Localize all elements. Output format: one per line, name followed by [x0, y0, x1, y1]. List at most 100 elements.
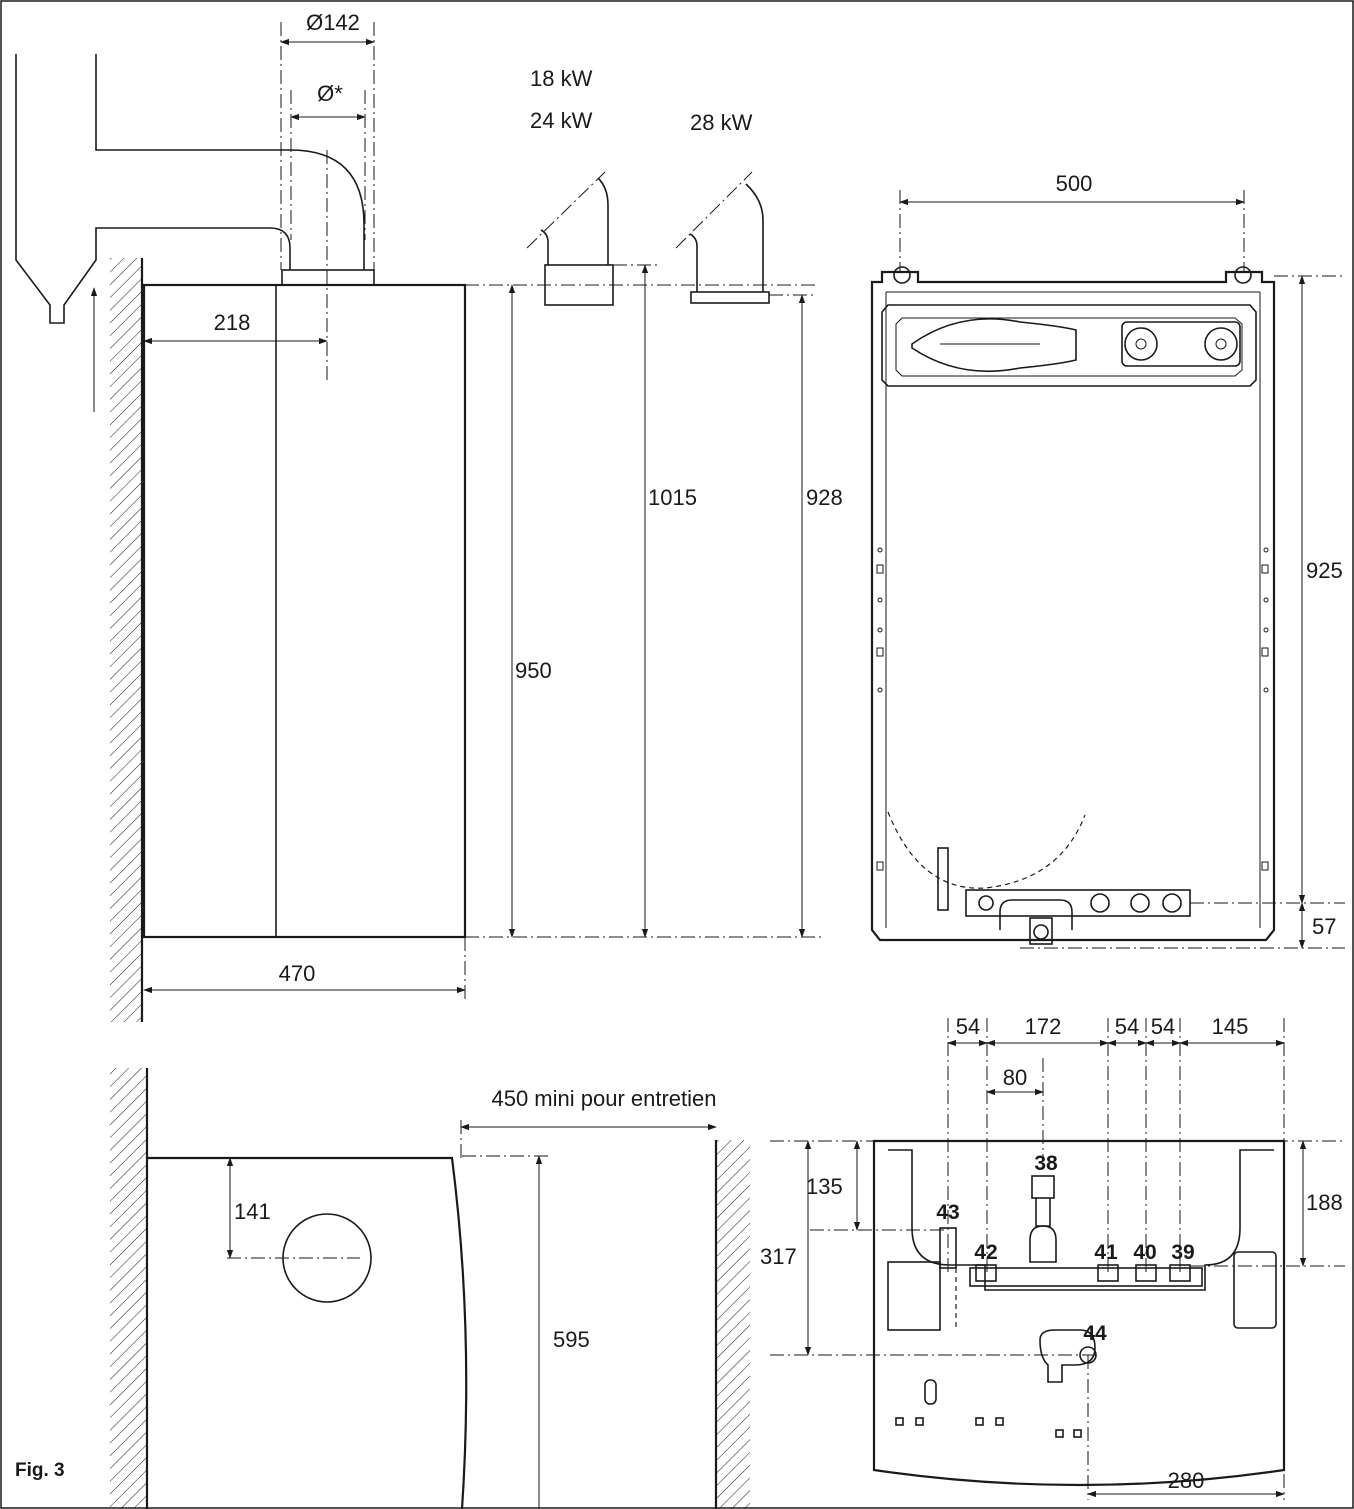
fitting-40 [1135, 1264, 1157, 1282]
burner-venturi [911, 318, 1077, 373]
frame-hole [1261, 647, 1269, 657]
frame-hole [1261, 861, 1269, 871]
label-39: 39 [1171, 1241, 1194, 1264]
frame-rivet [877, 627, 883, 633]
connection-port [1162, 893, 1182, 913]
label-40: 40 [1133, 1241, 1156, 1264]
label-41: 41 [1094, 1241, 1118, 1264]
depth-fittings-label: 188 [1306, 1190, 1343, 1215]
casing-depth-label: 470 [279, 961, 316, 986]
flue-elbow-outer-28kw [745, 183, 764, 292]
frame-hole [876, 647, 884, 657]
spacing-5-label: 145 [1212, 1014, 1249, 1039]
drain-pipe [937, 847, 949, 911]
flue-angle-28kw [675, 171, 753, 249]
valve-knob [1033, 924, 1049, 940]
fitting-41 [1097, 1264, 1119, 1282]
fitting-42 [975, 1264, 997, 1282]
frame-height-label: 925 [1306, 558, 1343, 583]
hook-left [893, 266, 911, 284]
left-bracket [887, 1261, 941, 1331]
top-assembly-inner [895, 317, 1243, 377]
chassis-hole [1073, 1429, 1082, 1438]
boiler-casing-side [142, 283, 467, 939]
chassis-hole [975, 1417, 984, 1426]
label-42: 42 [974, 1241, 997, 1264]
rear-view: 500 [870, 171, 1345, 949]
top-assembly-outline [881, 304, 1257, 387]
service-clearance-label: 450 mini pour entretien [491, 1086, 716, 1111]
obstacle-hatch [716, 1140, 750, 1509]
fitting-39 [1169, 1264, 1191, 1282]
hook-spacing-label: 500 [1056, 171, 1093, 196]
label-44: 44 [1083, 1322, 1107, 1345]
depth-valve-label: 135 [806, 1174, 843, 1199]
frame-rivet [1263, 597, 1269, 603]
height-928-label: 928 [806, 485, 843, 510]
chassis-slot [924, 1379, 937, 1405]
figure-label: Fig. 3 [15, 1460, 65, 1481]
spacing-3-label: 54 [1115, 1014, 1139, 1039]
drain-offset-label: 280 [1168, 1468, 1205, 1493]
expansion-vessel-outline [887, 811, 1086, 889]
spacing-1-label: 54 [956, 1014, 980, 1039]
side-view: Ø142 Ø* 218 470 950 [15, 10, 825, 1022]
height-1015-label: 1015 [648, 485, 697, 510]
top-view: 141 450 mini pour entretien 595 Fig. 3 [15, 1068, 750, 1509]
chassis-recess [888, 1149, 1274, 1291]
valve-38-body [1035, 1198, 1051, 1227]
label-38: 38 [1034, 1152, 1058, 1175]
fitting-43 [939, 1227, 957, 1269]
manifold-port-left [1124, 327, 1158, 361]
right-bracket [1233, 1251, 1277, 1329]
wall-hatch-side [110, 258, 142, 1022]
wall-hatch-top [110, 1068, 147, 1509]
manifold-port-right-center [1215, 338, 1227, 350]
flue-elbow-inner-28kw [689, 233, 698, 292]
manifold-port-left-center [1135, 338, 1147, 350]
label-43: 43 [936, 1201, 959, 1224]
flue-adapter-28kw [690, 291, 770, 304]
valve-38-nut [1031, 1175, 1055, 1199]
manifold-port-right [1204, 327, 1238, 361]
frame-rivet [1263, 627, 1269, 633]
fittings-rail [969, 1267, 1203, 1287]
flue-variants: 18 kW 24 kW 28 kW 1015 928 [526, 66, 843, 938]
frame-hole [876, 861, 884, 871]
spacing-2-label: 172 [1025, 1014, 1062, 1039]
frame-rivet [1263, 547, 1269, 553]
frame-hole [1261, 564, 1269, 574]
flue-duct-lower [15, 54, 291, 324]
flue-adapter-18-24kw [544, 264, 614, 306]
bottom-offset-label: 57 [1312, 914, 1336, 939]
flue-axis-front-label: 141 [234, 1199, 271, 1224]
flue-angle-18-24kw [526, 171, 606, 249]
frame-rivet [877, 597, 883, 603]
power-28kw-label: 28 kW [690, 110, 753, 135]
hook-right [1234, 266, 1252, 284]
chassis-hole [995, 1417, 1004, 1426]
manifold-plate [1121, 321, 1241, 367]
chassis-hole [895, 1417, 904, 1426]
valve-offset-label: 80 [1003, 1065, 1027, 1090]
power-18kw-label: 18 kW [530, 66, 593, 91]
flue-collar [281, 269, 375, 286]
boiler-top-outline [147, 1156, 468, 1509]
clearance-depth-label: 595 [553, 1327, 590, 1352]
frame-rivet [877, 687, 883, 693]
connection-port [1090, 893, 1110, 913]
casing-height-label: 950 [515, 658, 552, 683]
chassis-hole [915, 1417, 924, 1426]
flue-axis-distance-label: 218 [214, 310, 251, 335]
connections-view: 54 172 54 54 145 80 [760, 1014, 1345, 1500]
spacing-4-label: 54 [1151, 1014, 1175, 1039]
flue-inner-diameter-label: Ø* [317, 81, 343, 106]
flue-elbow-outer-18-24kw [597, 177, 609, 265]
frame-rivet [877, 547, 883, 553]
valve-body [999, 899, 1073, 930]
flue-elbow-inner-18-24kw [540, 229, 549, 265]
frame-rivet [1263, 687, 1269, 693]
depth-drain-label: 317 [760, 1244, 797, 1269]
